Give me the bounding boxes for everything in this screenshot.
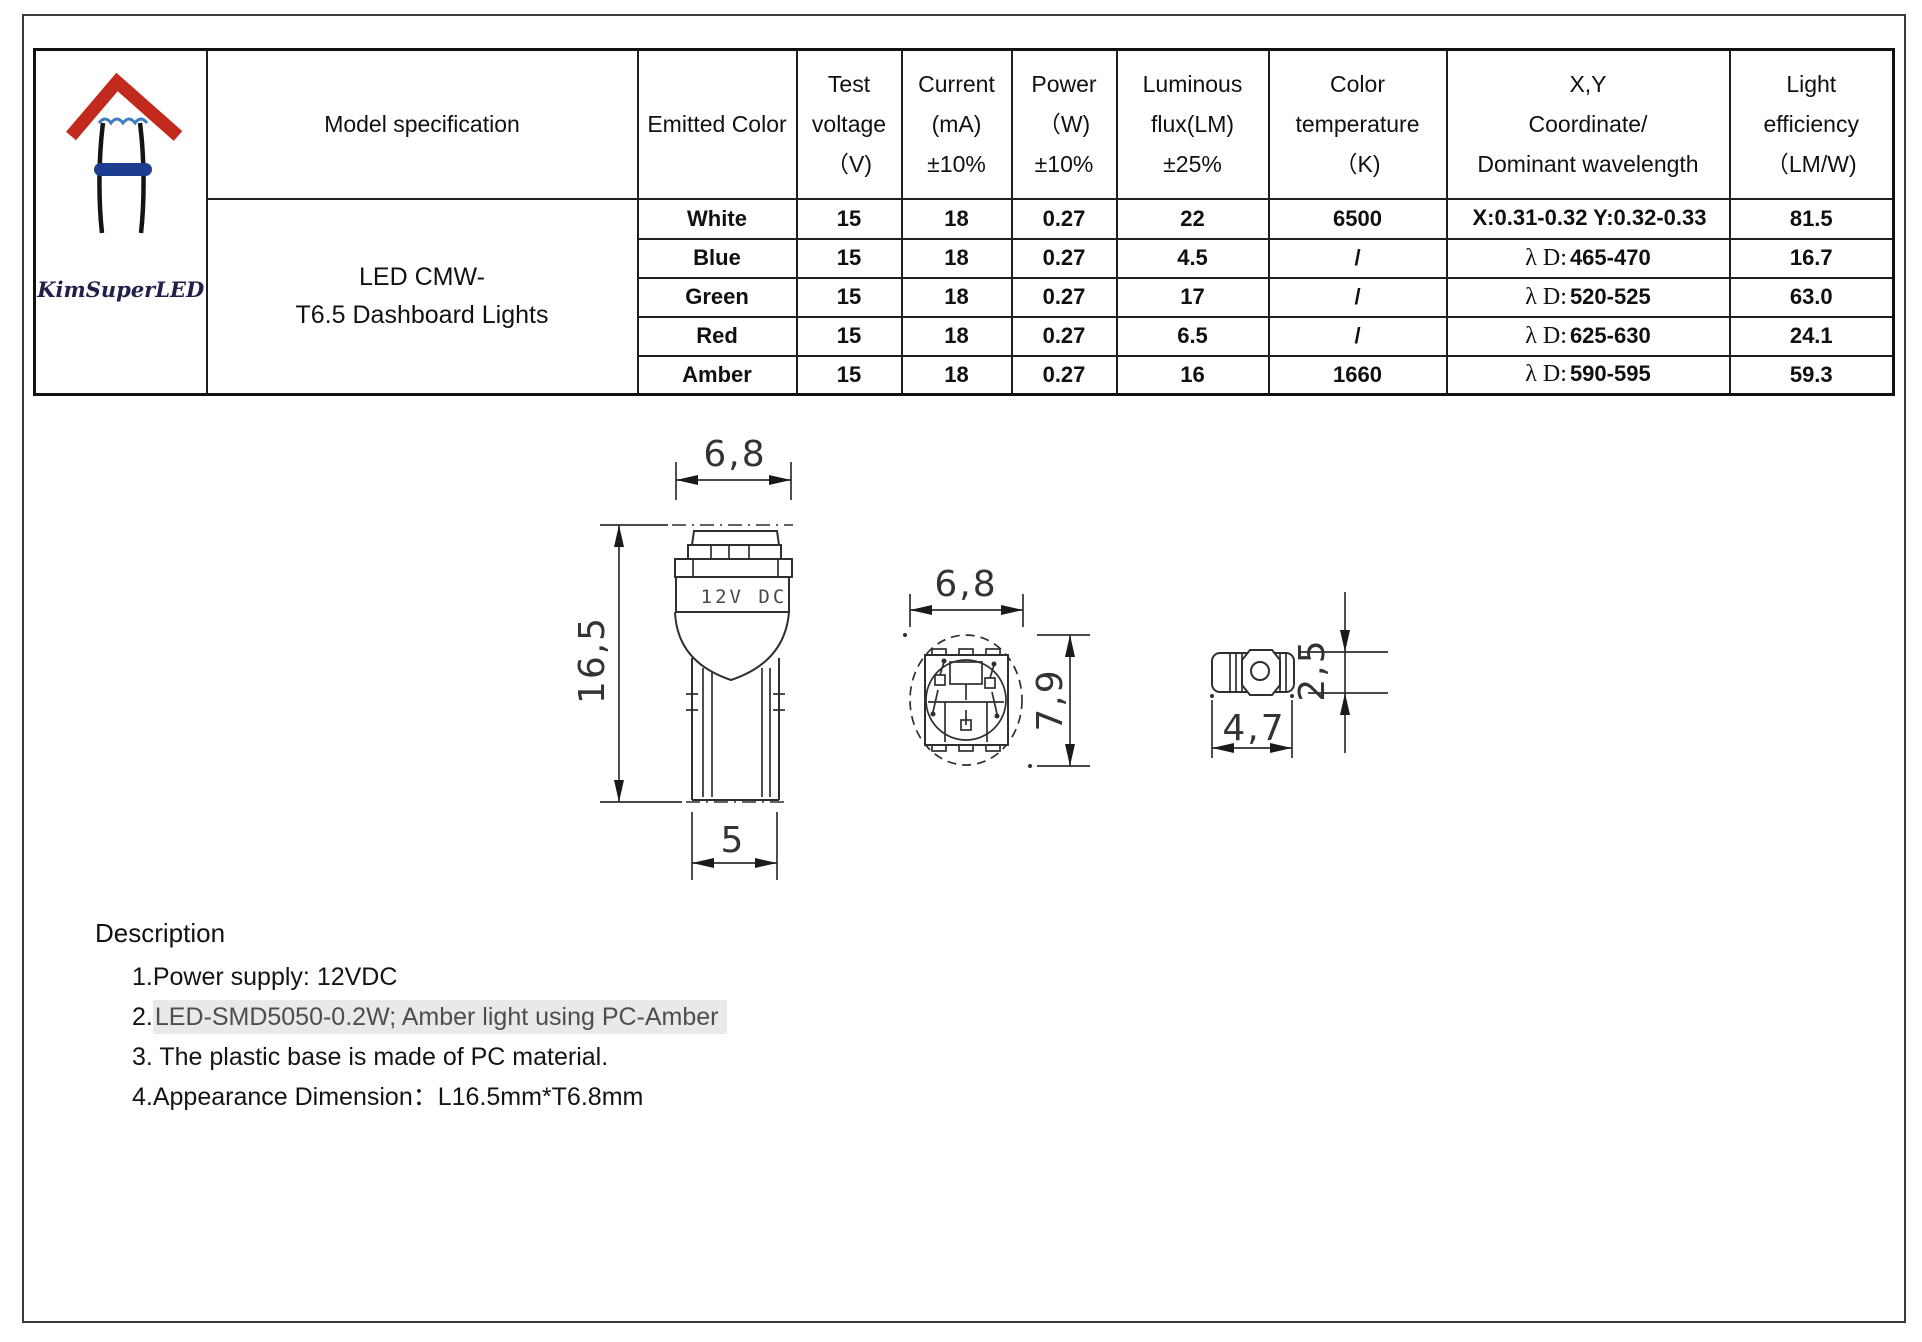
- cell-color: Blue: [636, 237, 798, 279]
- cell-temp: /: [1267, 276, 1448, 318]
- logo-wave-icon: [97, 117, 149, 126]
- cell-flux: 4.5: [1115, 237, 1270, 279]
- dim-side-length: 4,7: [1222, 708, 1285, 749]
- cell-voltage: 15: [795, 197, 903, 240]
- cell-current: 18: [900, 237, 1013, 279]
- table-header-row: KimSuperLED Model specification Emitted …: [33, 48, 1895, 396]
- dim-top-width: 6,8: [934, 564, 997, 605]
- cell-efficiency: 16.7: [1728, 237, 1895, 279]
- cell-flux: 17: [1115, 276, 1270, 318]
- cell-color: White: [636, 197, 798, 240]
- cell-temp: /: [1267, 315, 1448, 357]
- cell-temp: /: [1267, 237, 1448, 279]
- front-view-drawing: 6,8 16,5 12V DC: [572, 434, 793, 880]
- cell-efficiency: 59.3: [1728, 354, 1895, 396]
- cell-voltage: 15: [795, 315, 903, 357]
- spec-table: KimSuperLED Model specification Emitted …: [33, 48, 1895, 396]
- bulb-marking: 12V DC: [701, 586, 788, 608]
- description-section: Description 1.Power supply: 12VDC 2.LED-…: [95, 918, 727, 1117]
- description-item-2: 2.LED-SMD5050-0.2W; Amber light using PC…: [132, 997, 727, 1037]
- cell-wavelength: λ D:625-630: [1445, 315, 1731, 357]
- cell-current: 18: [900, 197, 1013, 240]
- cell-wavelength: λ D:465-470: [1445, 237, 1731, 279]
- cell-current: 18: [900, 315, 1013, 357]
- description-title: Description: [95, 918, 226, 948]
- table-row-blue: Blue 15 18 0.27 4.5 / λ D:465-470 16.7: [35, 237, 1895, 279]
- cell-efficiency: 63.0: [1728, 276, 1895, 318]
- cell-temp: 1660: [1267, 354, 1448, 396]
- logo-bar-icon: [94, 163, 152, 176]
- header-power: Power（W)±10%: [1010, 48, 1118, 200]
- cell-color: Green: [636, 276, 798, 318]
- cell-wavelength: λ D:520-525: [1445, 276, 1731, 318]
- cell-power: 0.27: [1010, 276, 1118, 318]
- cell-flux: 22: [1115, 197, 1270, 240]
- logo-filament-right-icon: [137, 122, 146, 234]
- logo-roof-icon: [66, 72, 183, 141]
- logo-filament-left-icon: [97, 122, 106, 234]
- cell-power: 0.27: [1010, 354, 1118, 396]
- dim-side-thickness: 2,5: [1292, 638, 1333, 701]
- page-frame: [22, 14, 1906, 1323]
- description-item-1: 1.Power supply: 12VDC: [132, 963, 398, 991]
- cell-efficiency: 81.5: [1728, 197, 1895, 240]
- header-current: Current(mA)±10%: [900, 48, 1013, 200]
- cell-voltage: 15: [795, 354, 903, 396]
- table-row-red: Red 15 18 0.27 6.5 / λ D:625-630 24.1: [35, 315, 1895, 357]
- description-item-3: 3. The plastic base is made of PC materi…: [132, 1043, 609, 1071]
- description-item-4: 4.Appearance Dimension：L16.5mm*T6.8mm: [132, 1083, 644, 1111]
- dim-front-height: 16,5: [572, 616, 613, 704]
- cell-voltage: 15: [795, 237, 903, 279]
- cell-color: Red: [636, 315, 798, 357]
- cell-power: 0.27: [1010, 197, 1118, 240]
- cell-wavelength: X:0.31-0.32 Y:0.32-0.33: [1445, 197, 1731, 240]
- model-name-cell: LED CMW- T6.5 Dashboard Lights: [205, 197, 639, 396]
- dim-top-depth: 7,9: [1030, 668, 1071, 731]
- table-row-amber: Amber 15 18 0.27 16 1660 λ D:590-595 59.…: [35, 354, 1895, 396]
- brand-logo-icon: [66, 72, 183, 234]
- logo-cell: KimSuperLED: [33, 48, 208, 396]
- header-model-specification: Model specification: [205, 48, 639, 200]
- cell-current: 18: [900, 276, 1013, 318]
- dim-front-base-width: 5: [721, 820, 746, 861]
- top-view-drawing: 6,8 7,9: [903, 564, 1090, 768]
- cell-color: Amber: [636, 354, 798, 396]
- dim-front-top-width: 6,8: [703, 434, 766, 475]
- cell-wavelength: λ D:590-595: [1445, 354, 1731, 396]
- cell-efficiency: 24.1: [1728, 315, 1895, 357]
- table-row-white: LED CMW- T6.5 Dashboard Lights White 15 …: [35, 197, 1895, 396]
- brand-name: KimSuperLED: [37, 277, 205, 302]
- header-emitted-color: Emitted Color: [636, 48, 798, 200]
- cell-voltage: 15: [795, 276, 903, 318]
- cell-temp: 6500: [1267, 197, 1448, 240]
- cell-current: 18: [900, 354, 1013, 396]
- cell-flux: 6.5: [1115, 315, 1270, 357]
- side-view-drawing: 4,7 2,5: [1210, 592, 1388, 758]
- cell-flux: 16: [1115, 354, 1270, 396]
- table-row-green: Green 15 18 0.27 17 / λ D:520-525 63.0: [35, 276, 1895, 318]
- cell-power: 0.27: [1010, 315, 1118, 357]
- cell-power: 0.27: [1010, 237, 1118, 279]
